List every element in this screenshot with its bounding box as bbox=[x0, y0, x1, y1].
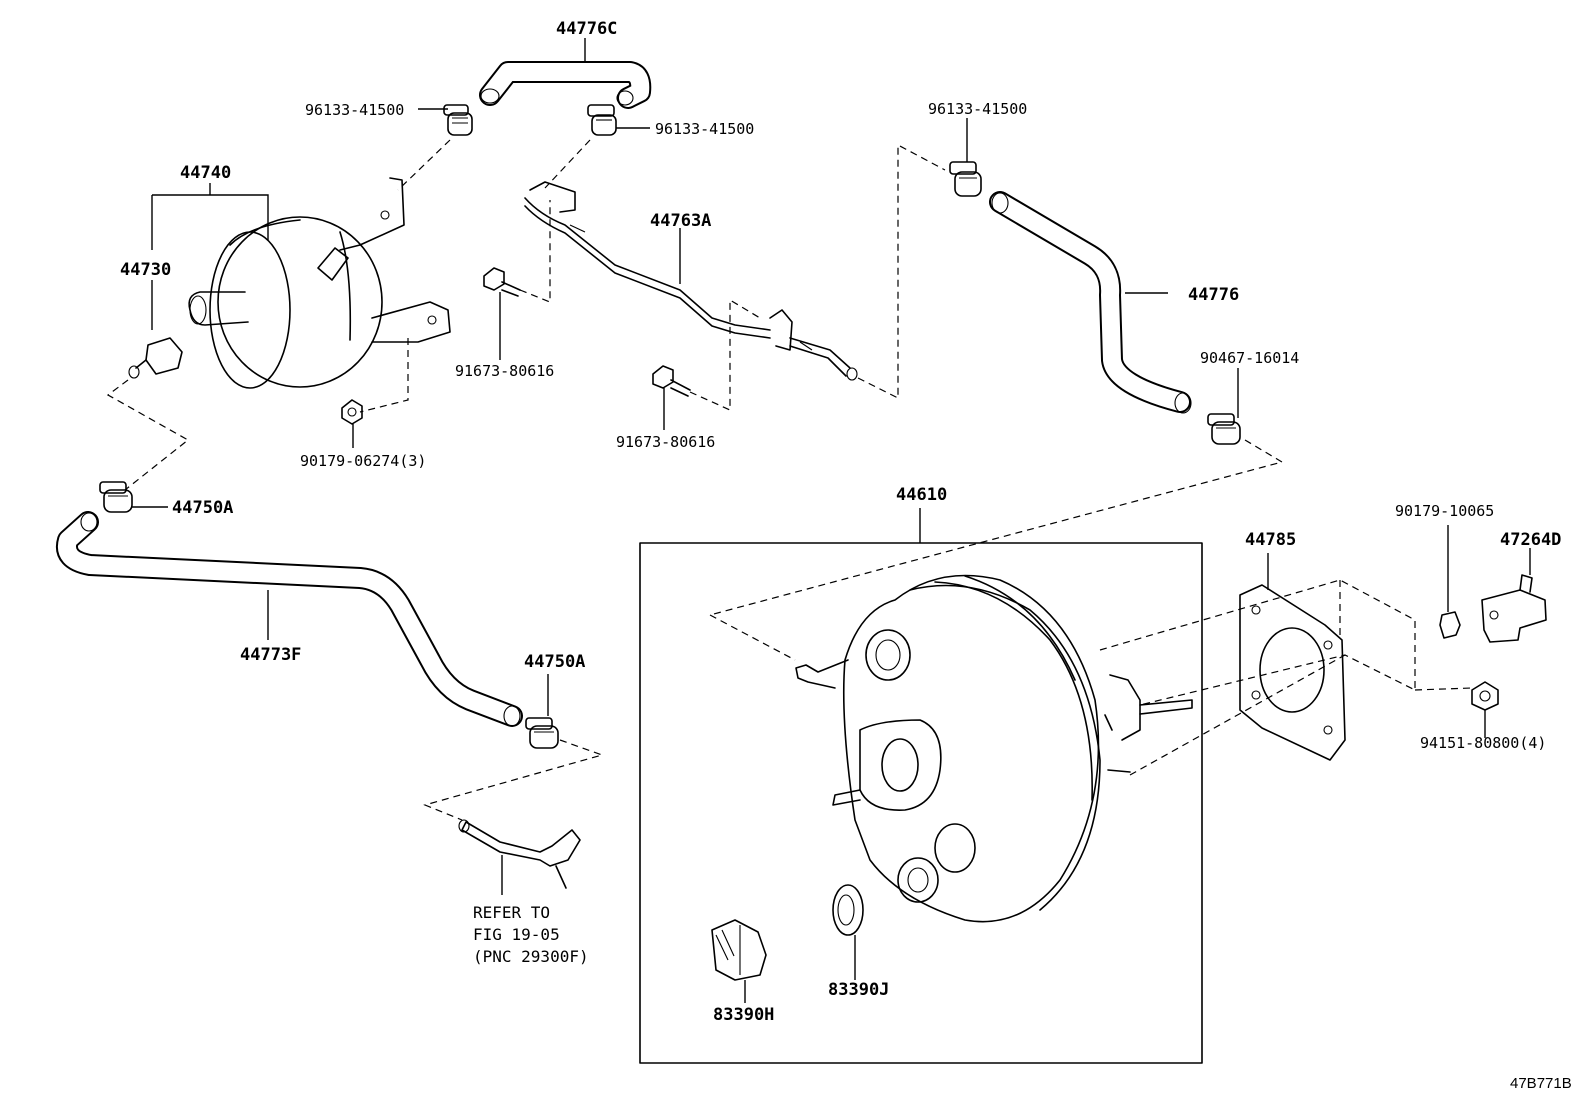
label-44740: 44740 bbox=[180, 163, 231, 183]
label-90179-06274: 90179-06274(3) bbox=[300, 452, 426, 470]
hose-clip-96133-b[interactable] bbox=[587, 104, 617, 136]
reference-note-line-2: FIG 19-05 bbox=[473, 925, 560, 944]
grommet-83390h[interactable] bbox=[711, 919, 767, 981]
label-96133-41500-a: 96133-41500 bbox=[305, 101, 404, 119]
hose-clip-96133-c[interactable] bbox=[949, 161, 982, 197]
diagram-code: 47B771B bbox=[1510, 1075, 1572, 1092]
label-44610: 44610 bbox=[896, 485, 947, 505]
label-83390h: 83390H bbox=[713, 1005, 774, 1025]
label-90179-10065: 90179-10065 bbox=[1395, 502, 1494, 520]
label-44763a: 44763A bbox=[650, 211, 711, 231]
vacuum-pipe-44763a[interactable] bbox=[524, 181, 858, 381]
nut-90179-06274[interactable] bbox=[341, 399, 363, 425]
hose-clip-96133-a[interactable] bbox=[443, 104, 473, 136]
hose-44776c[interactable] bbox=[479, 61, 652, 109]
seal-83390j[interactable] bbox=[832, 884, 864, 936]
cap-90179-10065[interactable] bbox=[1439, 611, 1461, 639]
vacuum-tank-44740[interactable] bbox=[188, 177, 451, 389]
bolt-91673-b[interactable] bbox=[652, 365, 691, 397]
label-44785: 44785 bbox=[1245, 530, 1296, 550]
label-44750a-lower: 44750A bbox=[524, 652, 585, 672]
booster-assembly-44610-box bbox=[639, 542, 1203, 1064]
brake-booster-44610[interactable] bbox=[795, 574, 1193, 923]
reference-note-line-1: REFER TO bbox=[473, 903, 550, 922]
nut-94151-80800[interactable] bbox=[1471, 681, 1499, 711]
hose-44773f[interactable] bbox=[56, 511, 523, 727]
label-90467-16014: 90467-16014 bbox=[1200, 349, 1299, 367]
check-valve-44730[interactable] bbox=[128, 337, 183, 379]
label-44776: 44776 bbox=[1188, 285, 1239, 305]
hose-clip-90467[interactable] bbox=[1207, 413, 1241, 445]
label-44776c: 44776C bbox=[556, 19, 617, 39]
hose-clip-44750a-lower[interactable] bbox=[525, 717, 559, 749]
label-91673-80616-b: 91673-80616 bbox=[616, 433, 715, 451]
label-91673-80616-a: 91673-80616 bbox=[455, 362, 554, 380]
label-47264d: 47264D bbox=[1500, 530, 1561, 550]
hose-44776[interactable] bbox=[989, 191, 1192, 414]
label-96133-41500-b: 96133-41500 bbox=[655, 120, 754, 138]
bolt-91673-a[interactable] bbox=[483, 267, 521, 297]
label-44730: 44730 bbox=[120, 260, 171, 280]
gasket-44785[interactable] bbox=[1239, 584, 1346, 761]
hose-clip-44750a-upper[interactable] bbox=[99, 481, 133, 513]
bracket-47264d[interactable] bbox=[1481, 574, 1547, 643]
label-83390j: 83390J bbox=[828, 980, 889, 1000]
label-44750a-upper: 44750A bbox=[172, 498, 233, 518]
label-44773f: 44773F bbox=[240, 645, 301, 665]
reference-note-line-3: (PNC 29300F) bbox=[473, 947, 589, 966]
label-96133-41500-c: 96133-41500 bbox=[928, 100, 1027, 118]
label-94151-80800: 94151-80800(4) bbox=[1420, 734, 1546, 752]
intake-fitting-reference bbox=[458, 819, 581, 889]
